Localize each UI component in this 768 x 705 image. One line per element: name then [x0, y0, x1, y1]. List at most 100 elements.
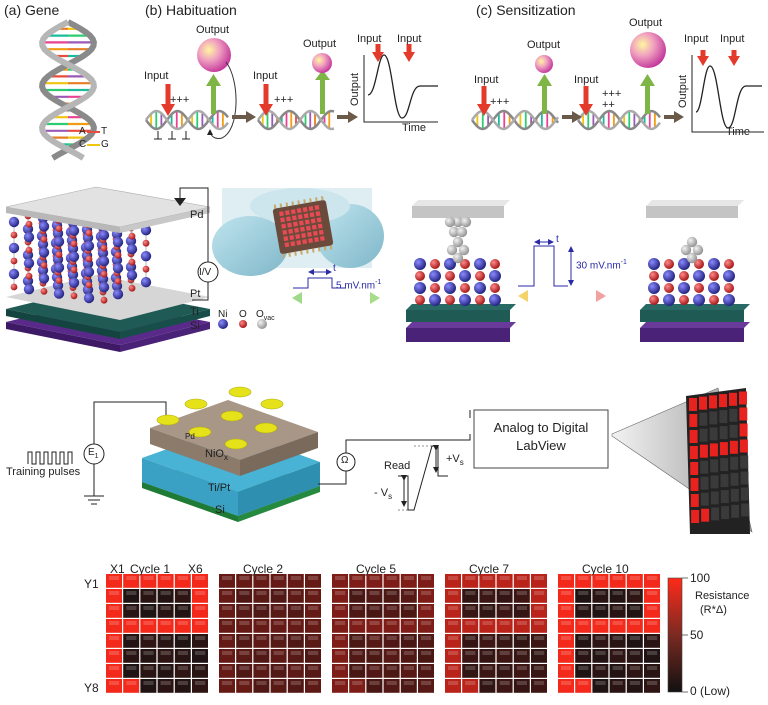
ni-atom: [83, 292, 95, 304]
matrix-cell: [305, 619, 321, 633]
matrix-cell: [496, 619, 513, 633]
chip-cell: [302, 207, 308, 213]
led-cell: [739, 391, 747, 405]
matrix-cell: [287, 574, 304, 588]
chip-cell: [293, 221, 298, 227]
o-atom: [142, 265, 150, 273]
matrix-cell: [575, 619, 592, 633]
matrix-cell: [496, 664, 513, 678]
matrix-cell: [531, 619, 547, 633]
matrix-cell: [174, 634, 191, 648]
source-wire: [93, 401, 167, 444]
o-atom: [128, 258, 136, 266]
chip-cell: [294, 227, 300, 233]
matrix-cell: [106, 664, 122, 678]
dna-backbone: [144, 109, 229, 131]
matrix-cell: [157, 574, 174, 588]
matrix-cell: [575, 649, 592, 663]
colorbar-mid: 50: [690, 628, 704, 642]
adc-box: [473, 409, 609, 469]
ni-atom: [126, 270, 138, 281]
matrix-cell: [236, 634, 253, 648]
matrix-cell: [418, 664, 434, 678]
chip-cell: [318, 229, 324, 235]
chip-cell: [315, 211, 321, 217]
inhibitor-mark: [182, 131, 190, 140]
matrix-cell: [236, 604, 253, 618]
o-atom: [25, 220, 33, 228]
feedback-loop: [207, 61, 237, 139]
matrix-cell: [332, 604, 348, 618]
o-atom: [142, 239, 150, 247]
matrix-cell: [253, 634, 270, 648]
matrix-cell: [418, 634, 434, 648]
matrix-cell: [174, 664, 191, 678]
colorbar: [667, 577, 683, 693]
matrix-cell: [192, 574, 208, 588]
graph-axes: [363, 55, 438, 123]
matrix-cell: [418, 604, 434, 618]
o-atom: [85, 281, 93, 289]
matrix-cell: [332, 574, 348, 588]
ni-atom: [663, 270, 675, 282]
si-circuit-label: Si: [215, 504, 225, 516]
matrix-cell: [531, 589, 547, 603]
panel-c-title: (c) Sensitization: [476, 2, 576, 18]
chip-cell: [310, 218, 316, 224]
matrix-cell: [349, 619, 366, 633]
matrix-cell: [496, 574, 513, 588]
ni-atom: [23, 258, 35, 269]
matrix-cell: [287, 619, 304, 633]
matrix-cell: [349, 649, 366, 663]
matrix-cell: [332, 649, 348, 663]
matrix-cell: [366, 649, 383, 663]
hab-graph-input-1: Input: [357, 33, 382, 45]
led-cell: [729, 440, 738, 454]
matrix-cell: [592, 679, 609, 693]
pulse-2-t: t: [556, 234, 559, 245]
pd-pad: [260, 398, 284, 410]
niox-layer: [150, 400, 318, 460]
led-cell: [730, 456, 739, 470]
matrix-cell: [349, 664, 366, 678]
matrix-cell: [400, 619, 417, 633]
matrix-cell: [140, 649, 157, 663]
matrix-cell: [253, 679, 270, 693]
input-arrow-head: [259, 104, 273, 116]
matrix-cell: [123, 589, 140, 603]
matrix-cell: [305, 574, 321, 588]
output-arrow: [211, 84, 216, 114]
vacancy: [452, 236, 464, 248]
led-cell: [739, 423, 748, 437]
ni-atom: [663, 294, 675, 306]
o-atom: [85, 255, 93, 263]
matrix-cell: [383, 679, 400, 693]
small-pulse: [292, 269, 380, 304]
matrix-cell: [558, 679, 574, 693]
chip-cell: [287, 222, 293, 228]
vacancy: [448, 226, 460, 238]
matrix-cell: [270, 604, 287, 618]
y1-label: Y1: [84, 577, 99, 591]
chip-cell: [311, 224, 317, 230]
vacancy: [680, 244, 692, 256]
matrix-cell: [219, 604, 235, 618]
matrix-cell: [644, 649, 660, 663]
matrix-cell: [400, 574, 417, 588]
output-sphere: [312, 53, 332, 73]
ni-atom: [98, 282, 110, 293]
led-cell: [729, 408, 738, 422]
o-atom: [128, 284, 136, 292]
matrix-cell: [462, 679, 479, 693]
o-atom: [100, 270, 108, 278]
led-cell: [731, 504, 740, 518]
matrix-cell: [609, 619, 626, 633]
led-cell: [700, 492, 709, 506]
chip-cell: [286, 216, 291, 222]
pt-label: Pt: [190, 288, 201, 300]
ni-atom: [474, 282, 486, 294]
iv-wire-arrow: [174, 198, 186, 206]
ni-atom: [23, 232, 35, 243]
matrix-cell: [400, 634, 417, 648]
